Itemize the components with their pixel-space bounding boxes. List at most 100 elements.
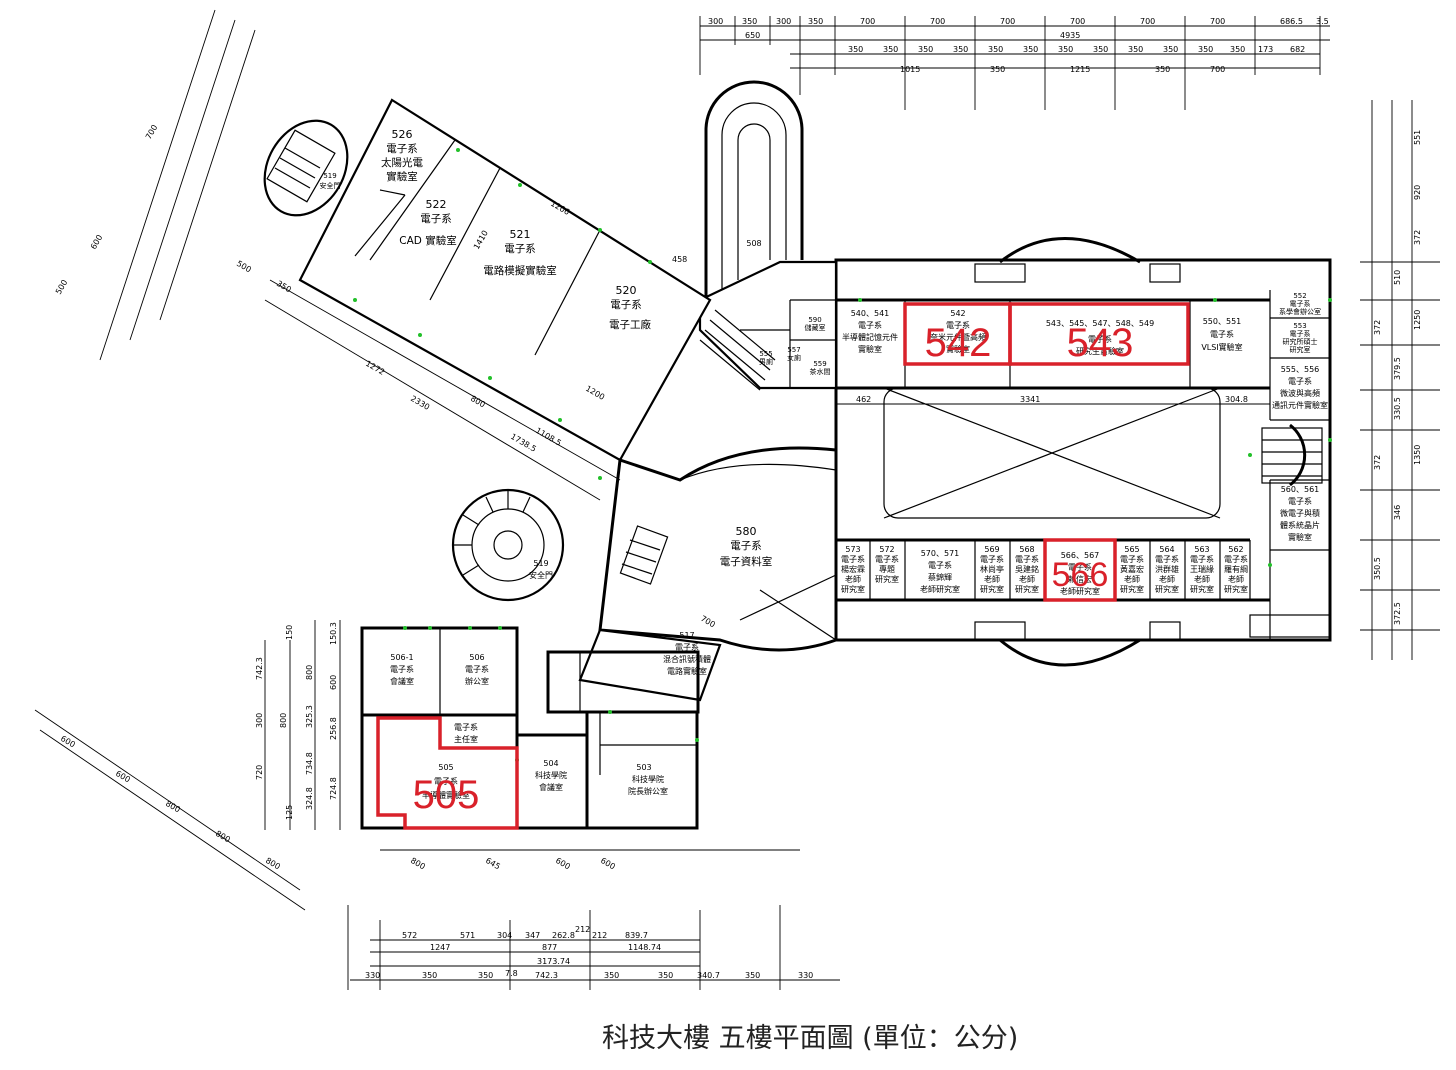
dim-label: 500 — [54, 278, 69, 296]
room-label: 儲藏室 — [805, 323, 826, 332]
dim-label: 350 — [745, 971, 760, 980]
room-label: 電子系 — [420, 213, 452, 225]
room-number: 517 — [679, 631, 694, 640]
room-label: 電子系 — [434, 776, 458, 786]
room-label: 楊宏霖 — [841, 564, 865, 574]
room-number: 522 — [426, 198, 447, 211]
room-label: 電子系 — [875, 554, 899, 564]
highlight-543: 543 — [1008, 302, 1190, 366]
dim-label: 150 — [285, 625, 294, 640]
dim-label: 300 — [776, 17, 791, 26]
room-label: 電路模擬實驗室 — [483, 264, 557, 277]
room-label: 研究室 — [1190, 584, 1214, 594]
room-564: 564 電子系 洪群雄 老師 研究室 — [1155, 545, 1179, 594]
dim-label: 742.3 — [535, 971, 558, 980]
room-label: 電子系 — [980, 554, 1004, 564]
room-number: 506-1 — [390, 653, 413, 662]
room-label: 研究室 — [841, 584, 865, 594]
dim-label: 350 — [1230, 45, 1245, 54]
room-label: 黃嘉宏 — [1120, 564, 1144, 574]
room-506-1: 506-1 電子系 會議室 — [390, 653, 414, 686]
room-number: 566、567 — [1061, 551, 1100, 560]
room-label: 洪群雄 — [1155, 564, 1179, 574]
southwest-block: 742.3 300 800 720 800 150.3 325.3 600 25… — [255, 620, 700, 830]
room-label: 老師 — [1228, 574, 1244, 584]
dim-label: 600 — [599, 856, 617, 871]
dim-label: 256.8 — [329, 717, 338, 740]
room-number: 519 — [533, 559, 548, 568]
room-number: 520 — [616, 284, 637, 297]
room-label: 茶水間 — [810, 367, 831, 376]
dim-label: 571 — [460, 931, 475, 940]
room-label: 羅有綱 — [1224, 564, 1248, 574]
dim-label: 700 — [1000, 17, 1015, 26]
room-504: 504 科技學院 會議室 — [535, 759, 567, 792]
room-number: 555 — [759, 350, 772, 358]
room-number: 563 — [1194, 545, 1209, 554]
room-number: 506 — [469, 653, 484, 662]
dim-label: 1148.74 — [628, 943, 661, 952]
dim-label: 372.5 — [1393, 602, 1402, 625]
room-566: 566、567 電子系 賴信宏 老師研究室 — [1060, 551, 1100, 596]
dim-label: 1738.5 — [509, 432, 538, 454]
room-568: 568 電子系 吳建銘 老師 研究室 — [1015, 545, 1039, 594]
room-560: 560、561 電子系 微電子與積 體系統晶片 實驗室 — [1280, 485, 1320, 542]
dim-label: 1250 — [1413, 310, 1422, 330]
dim-label: 330.5 — [1393, 397, 1402, 420]
dim-label: 347 — [525, 931, 540, 940]
dim-label: 800 — [164, 799, 182, 814]
room-number: 519 — [323, 172, 336, 180]
room-label: CAD 實驗室 — [399, 234, 456, 247]
room-label: 電子工廠 — [609, 318, 651, 331]
room-number: 505 — [438, 763, 453, 772]
hub-580: 580 電子系 電子資料室 — [598, 446, 838, 652]
dim-label: 372 — [1373, 455, 1382, 470]
room-553: 553 電子系 研究所碩士 研究室 — [1283, 322, 1318, 354]
room-number: 553 — [1293, 322, 1306, 330]
dim-label: 800 — [409, 856, 427, 871]
room-label: 實驗室 — [858, 344, 882, 354]
room-label: 老師 — [845, 574, 861, 584]
room-520: 520 電子系 電子工廠 — [609, 284, 651, 331]
room-label: 蔡錦輝 — [928, 572, 952, 582]
highlight-505: 505 — [376, 716, 519, 830]
dim-label: 742.3 — [255, 657, 264, 680]
room-label: 電子系 — [858, 320, 882, 330]
dim-label: 262.8 — [552, 931, 575, 940]
dim-label: 700 — [1070, 17, 1085, 26]
room-number: 540、541 — [851, 309, 890, 318]
dim-label: 350 — [1058, 45, 1073, 54]
room-label: 電子系 — [386, 143, 418, 155]
room-label: 老師 — [1159, 574, 1175, 584]
dim-label: 686.5 — [1280, 17, 1303, 26]
room-label: 電子系 — [610, 299, 642, 311]
dim-label: 379.5 — [1393, 357, 1402, 380]
room-label: 會議室 — [390, 676, 414, 686]
room-label: 研究室 — [875, 574, 899, 584]
room-517: 517 電子系 混合訊號積體 電路實驗室 — [578, 628, 722, 702]
room-number: 557 — [787, 346, 800, 354]
room-550: 550、551 電子系 VLSI實驗室 — [1201, 317, 1242, 352]
room-label: 辦公室 — [465, 676, 489, 686]
dim-label: 324.8 — [305, 787, 314, 810]
connector-block: 590 儲藏室 555 男廁 557 女廁 559 茶水間 — [698, 260, 838, 391]
room-number: 590 — [808, 316, 821, 324]
top-dimension-lines: 300 350 300 350 700 700 700 700 700 700 … — [699, 16, 1330, 110]
room-director: 電子系 主任室 — [454, 722, 478, 744]
room-label: 王瑞緣 — [1190, 564, 1214, 574]
room-number: 503 — [636, 763, 651, 772]
dim-label: 877 — [542, 943, 557, 952]
right-dimension-lines: 551 920 372 510 1250 372 379.5 330.5 372… — [1360, 100, 1440, 660]
room-number: 580 — [736, 525, 757, 538]
room-522: 522 電子系 CAD 實驗室 — [399, 198, 456, 247]
dim-label: 150.3 — [329, 622, 338, 645]
dim-label: 2330 — [409, 394, 431, 412]
room-label: 電子系 — [1290, 329, 1311, 338]
dim-label: 3173.74 — [537, 957, 570, 966]
room-540: 540、541 電子系 半導體記憶元件 實驗室 — [842, 309, 898, 354]
dim-label: 350 — [604, 971, 619, 980]
room-label: 安全門 — [529, 570, 553, 580]
room-label: 電子系 — [1068, 562, 1092, 572]
room-label: 研究所碩士 — [1283, 337, 1318, 346]
room-label: 女廁 — [787, 353, 801, 362]
